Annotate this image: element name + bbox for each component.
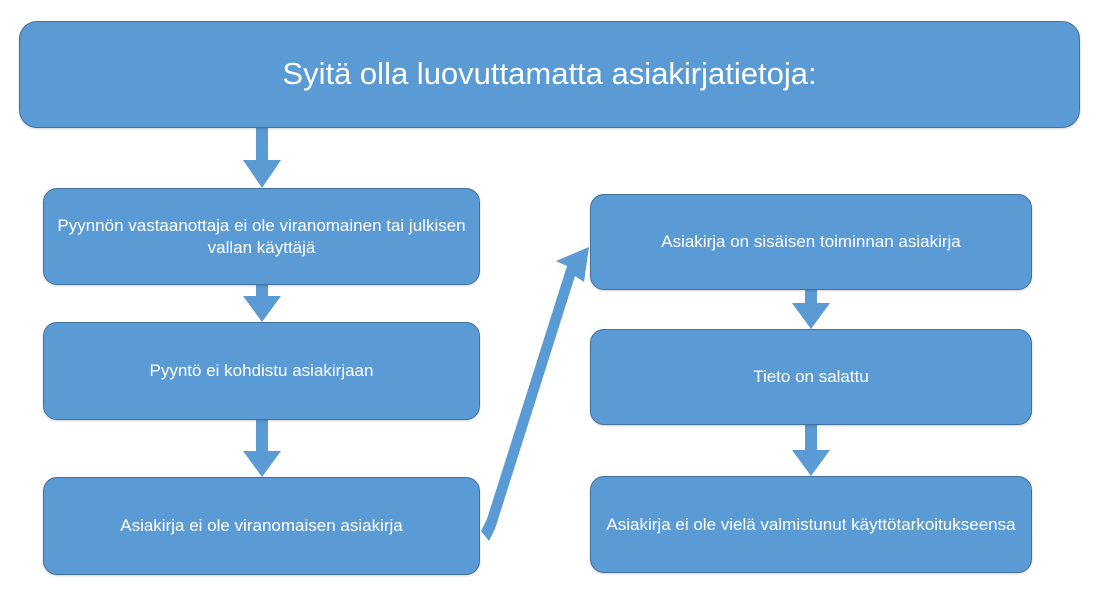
title-box-label: Syitä olla luovuttamatta asiakirjatietoj…: [282, 56, 817, 92]
right-box-3-label: Asiakirja ei ole vielä valmistunut käytt…: [606, 514, 1016, 534]
left-box-2-label: Pyyntö ei kohdistu asiakirjaan: [149, 361, 374, 381]
left-box-3[interactable]: Asiakirja ei ole viranomaisen asiakirja: [43, 477, 480, 575]
connector-right-1-to-right-2: [792, 290, 830, 329]
connector-right-2-to-right-3: [792, 425, 830, 476]
left-box-1-label: Pyynnön vastaanottaja ei ole viranomaine…: [57, 216, 466, 257]
connector-left-1-to-left-2: [243, 285, 281, 322]
right-box-2[interactable]: Tieto on salattu: [590, 329, 1032, 425]
connector-left-2-to-left-3: [243, 420, 281, 477]
connector-title-to-left-1: [243, 128, 281, 188]
title-box[interactable]: Syitä olla luovuttamatta asiakirjatietoj…: [19, 21, 1080, 128]
right-box-1[interactable]: Asiakirja on sisäisen toiminnan asiakirj…: [590, 194, 1032, 290]
right-box-2-label: Tieto on salattu: [753, 367, 869, 387]
left-box-1[interactable]: Pyynnön vastaanottaja ei ole viranomaine…: [43, 188, 480, 285]
left-box-2[interactable]: Pyyntö ei kohdistu asiakirjaan: [43, 322, 480, 420]
connector-left-3-to-right-1: [481, 247, 589, 541]
right-box-1-label: Asiakirja on sisäisen toiminnan asiakirj…: [661, 232, 961, 252]
right-box-3[interactable]: Asiakirja ei ole vielä valmistunut käytt…: [590, 476, 1032, 573]
left-box-3-label: Asiakirja ei ole viranomaisen asiakirja: [120, 516, 403, 536]
